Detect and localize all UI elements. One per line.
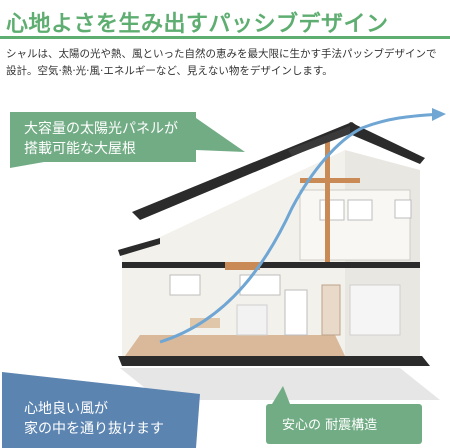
page-description: シャルは、太陽の光や熱、風といった自然の恵みを最大限に生かす手法パッシブデザイン… (6, 48, 437, 77)
solar-callout-box (10, 112, 196, 168)
mid-floor-slab (122, 262, 420, 268)
kitchen-counter (236, 304, 268, 336)
wind-callout-box (2, 372, 200, 448)
quake-callout-pointer (272, 386, 290, 404)
door (321, 284, 341, 336)
solar-callout-line-2: 搭載可能な大屋根 (24, 141, 136, 157)
wooden-floor (125, 335, 345, 356)
wood-post (325, 140, 330, 262)
title-underline (0, 36, 450, 39)
wind-callout-line-1: 心地良い風が (24, 401, 108, 417)
base-slab (118, 356, 430, 366)
wind-callout-line-2: 家の中を通り抜けます (24, 420, 164, 437)
upper-window-1 (319, 199, 345, 221)
roof-right (345, 122, 425, 164)
solar-callout-line-1: 大容量の太陽光パネルが (24, 120, 178, 137)
upper-window-2 (347, 199, 373, 221)
dining-table (190, 318, 220, 328)
quake-callout-text: 安心の 耐震構造 (282, 418, 377, 433)
ground-shadow (120, 368, 440, 400)
wood-beam (300, 178, 360, 183)
upper-window-3 (394, 199, 412, 219)
page-title: 心地よさを生み出すパッシブデザイン (6, 12, 389, 37)
lower-eave (118, 238, 160, 256)
lower-window-1 (169, 274, 201, 296)
wind-flow-line (159, 112, 439, 344)
bathroom (349, 284, 401, 336)
gable-roof (288, 126, 350, 156)
wind-arrow-icon (432, 108, 446, 121)
stair-step (225, 262, 260, 270)
quake-callout-box (266, 404, 422, 444)
refrigerator (284, 289, 308, 336)
solar-callout-pointer (196, 118, 245, 152)
